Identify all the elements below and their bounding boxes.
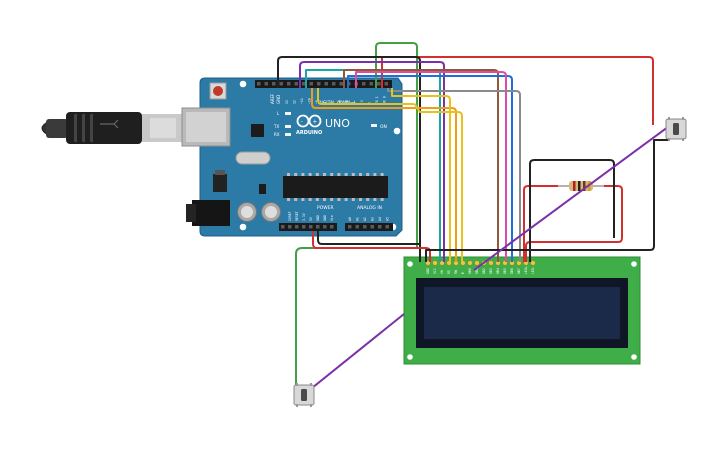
lcd-pin-label: DB0 bbox=[468, 268, 472, 274]
wire-gray bbox=[387, 88, 521, 262]
analog-pin-label: A3 bbox=[371, 217, 375, 221]
lcd-pin[interactable] bbox=[488, 260, 494, 266]
wire-brown bbox=[343, 69, 499, 262]
analog-pin-label: A0 bbox=[348, 217, 352, 221]
lcd-pin-label: DB2 bbox=[482, 268, 486, 274]
lcd-pin[interactable] bbox=[474, 260, 480, 266]
lcd-pin-label: RW bbox=[454, 270, 458, 274]
power-pin-label: Vin bbox=[330, 215, 334, 221]
wire-purple-diag-1 bbox=[473, 123, 673, 271]
digital-pin-label: ~5 bbox=[345, 100, 349, 104]
lcd-pin-label: LED+ bbox=[524, 266, 528, 274]
arduino-uno-board[interactable]: L TX RX ON - + ARDUINO UNO AREF GND 13 12… bbox=[181, 77, 403, 237]
lcd-pin-label: VCC bbox=[433, 268, 437, 274]
wire-blue bbox=[347, 75, 513, 262]
lcd-pin-label: RS bbox=[447, 270, 451, 274]
power-pin-label: 5V bbox=[309, 217, 313, 221]
led-rx bbox=[285, 133, 291, 136]
lcd-pin-label: DB7 bbox=[517, 268, 521, 274]
svg-text:-: - bbox=[301, 118, 303, 125]
model-text: UNO bbox=[325, 117, 350, 130]
wires bbox=[277, 42, 673, 389]
push-button-right[interactable] bbox=[665, 117, 687, 141]
analog-pin-label: A1 bbox=[356, 217, 360, 221]
label-on: ON bbox=[380, 124, 387, 130]
lcd-pin[interactable] bbox=[432, 260, 438, 266]
label-rx: RX bbox=[274, 132, 280, 137]
analog-pin-label: A4 bbox=[378, 217, 382, 221]
analog-pin-label: A5 bbox=[386, 217, 390, 221]
power-header[interactable] bbox=[279, 223, 337, 231]
resistor[interactable] bbox=[558, 181, 604, 191]
led-tx bbox=[285, 125, 291, 128]
wire-red-resistor bbox=[523, 185, 558, 262]
digital-pin-label: ~3 bbox=[360, 100, 364, 104]
digital-pin-label: 13 bbox=[285, 100, 289, 104]
crystal-oscillator bbox=[235, 151, 271, 165]
power-pin-label: IOREF bbox=[288, 211, 292, 221]
wire-red-resistor-2 bbox=[525, 185, 623, 262]
wire-purple-diag-2 bbox=[311, 313, 405, 389]
label-tx: TX bbox=[273, 124, 279, 129]
lcd-pin-label: LED- bbox=[531, 266, 535, 274]
lcd-pin[interactable] bbox=[467, 260, 473, 266]
wire-black-right bbox=[425, 139, 668, 262]
atmega-chip bbox=[283, 173, 388, 201]
lcd-pin-label: DB4 bbox=[496, 268, 500, 274]
lcd-screen bbox=[424, 287, 620, 339]
label-gnd-top: GND bbox=[276, 95, 281, 104]
digital-pin-label: TX 1 bbox=[375, 96, 379, 104]
led-l bbox=[285, 112, 291, 115]
label-power: POWER bbox=[317, 205, 334, 211]
digital-pin-label: 12 bbox=[293, 100, 297, 104]
lcd-pin-label: DB3 bbox=[489, 268, 493, 274]
usb-chip bbox=[251, 124, 264, 137]
label-analog: ANALOG IN bbox=[357, 205, 382, 211]
lcd-pin-label: DB1 bbox=[475, 268, 479, 274]
lcd-pin-label: E bbox=[461, 272, 465, 274]
digital-pin-label: ~10 bbox=[308, 98, 312, 104]
lcd-pin-label: V0 bbox=[440, 270, 444, 274]
voltage-regulator bbox=[213, 174, 227, 192]
digital-header[interactable] bbox=[255, 80, 392, 88]
analog-pin-label: A2 bbox=[363, 217, 367, 221]
usb-cable[interactable] bbox=[41, 112, 182, 144]
lcd-pin-label: DB6 bbox=[510, 268, 514, 274]
wire-black-top bbox=[277, 56, 421, 262]
power-pin-label: GND bbox=[323, 215, 327, 221]
label-l: L bbox=[277, 111, 280, 116]
lcd-pin-label: GND bbox=[426, 268, 430, 274]
power-pin-label: RESET bbox=[295, 211, 299, 221]
power-pin-label: GND bbox=[316, 215, 320, 221]
wire-black-bottom bbox=[317, 231, 420, 245]
lcd-pin-label: DB5 bbox=[503, 268, 507, 274]
wire-purple-top bbox=[299, 61, 445, 262]
wire-green bbox=[295, 42, 418, 385]
analog-header[interactable] bbox=[345, 223, 393, 231]
svg-text:+: + bbox=[312, 119, 317, 126]
digital-pin-label: ~11 bbox=[300, 98, 304, 104]
brand-text: ARDUINO bbox=[296, 130, 322, 136]
digital-pin-label: RX 0 bbox=[383, 96, 387, 104]
push-button-bottom[interactable] bbox=[293, 383, 315, 407]
digital-pin-label: ~6 bbox=[338, 100, 342, 104]
digital-pin-label: ~9 bbox=[315, 100, 319, 104]
arduino-logo: - + bbox=[296, 114, 322, 128]
wire-black-resistor bbox=[529, 159, 615, 262]
lcd-pin[interactable] bbox=[530, 260, 536, 266]
wire-yellow-2 bbox=[391, 88, 451, 262]
wire-red-top bbox=[381, 56, 654, 125]
power-pin-label: 3.3V bbox=[302, 213, 306, 221]
label-aref: AREF bbox=[270, 93, 275, 104]
reset-button[interactable] bbox=[209, 82, 227, 100]
power-jack bbox=[192, 200, 230, 226]
wire-pink bbox=[355, 71, 507, 262]
led-on bbox=[371, 124, 377, 127]
wire-yellow bbox=[317, 88, 463, 262]
wire-orange bbox=[311, 88, 457, 262]
